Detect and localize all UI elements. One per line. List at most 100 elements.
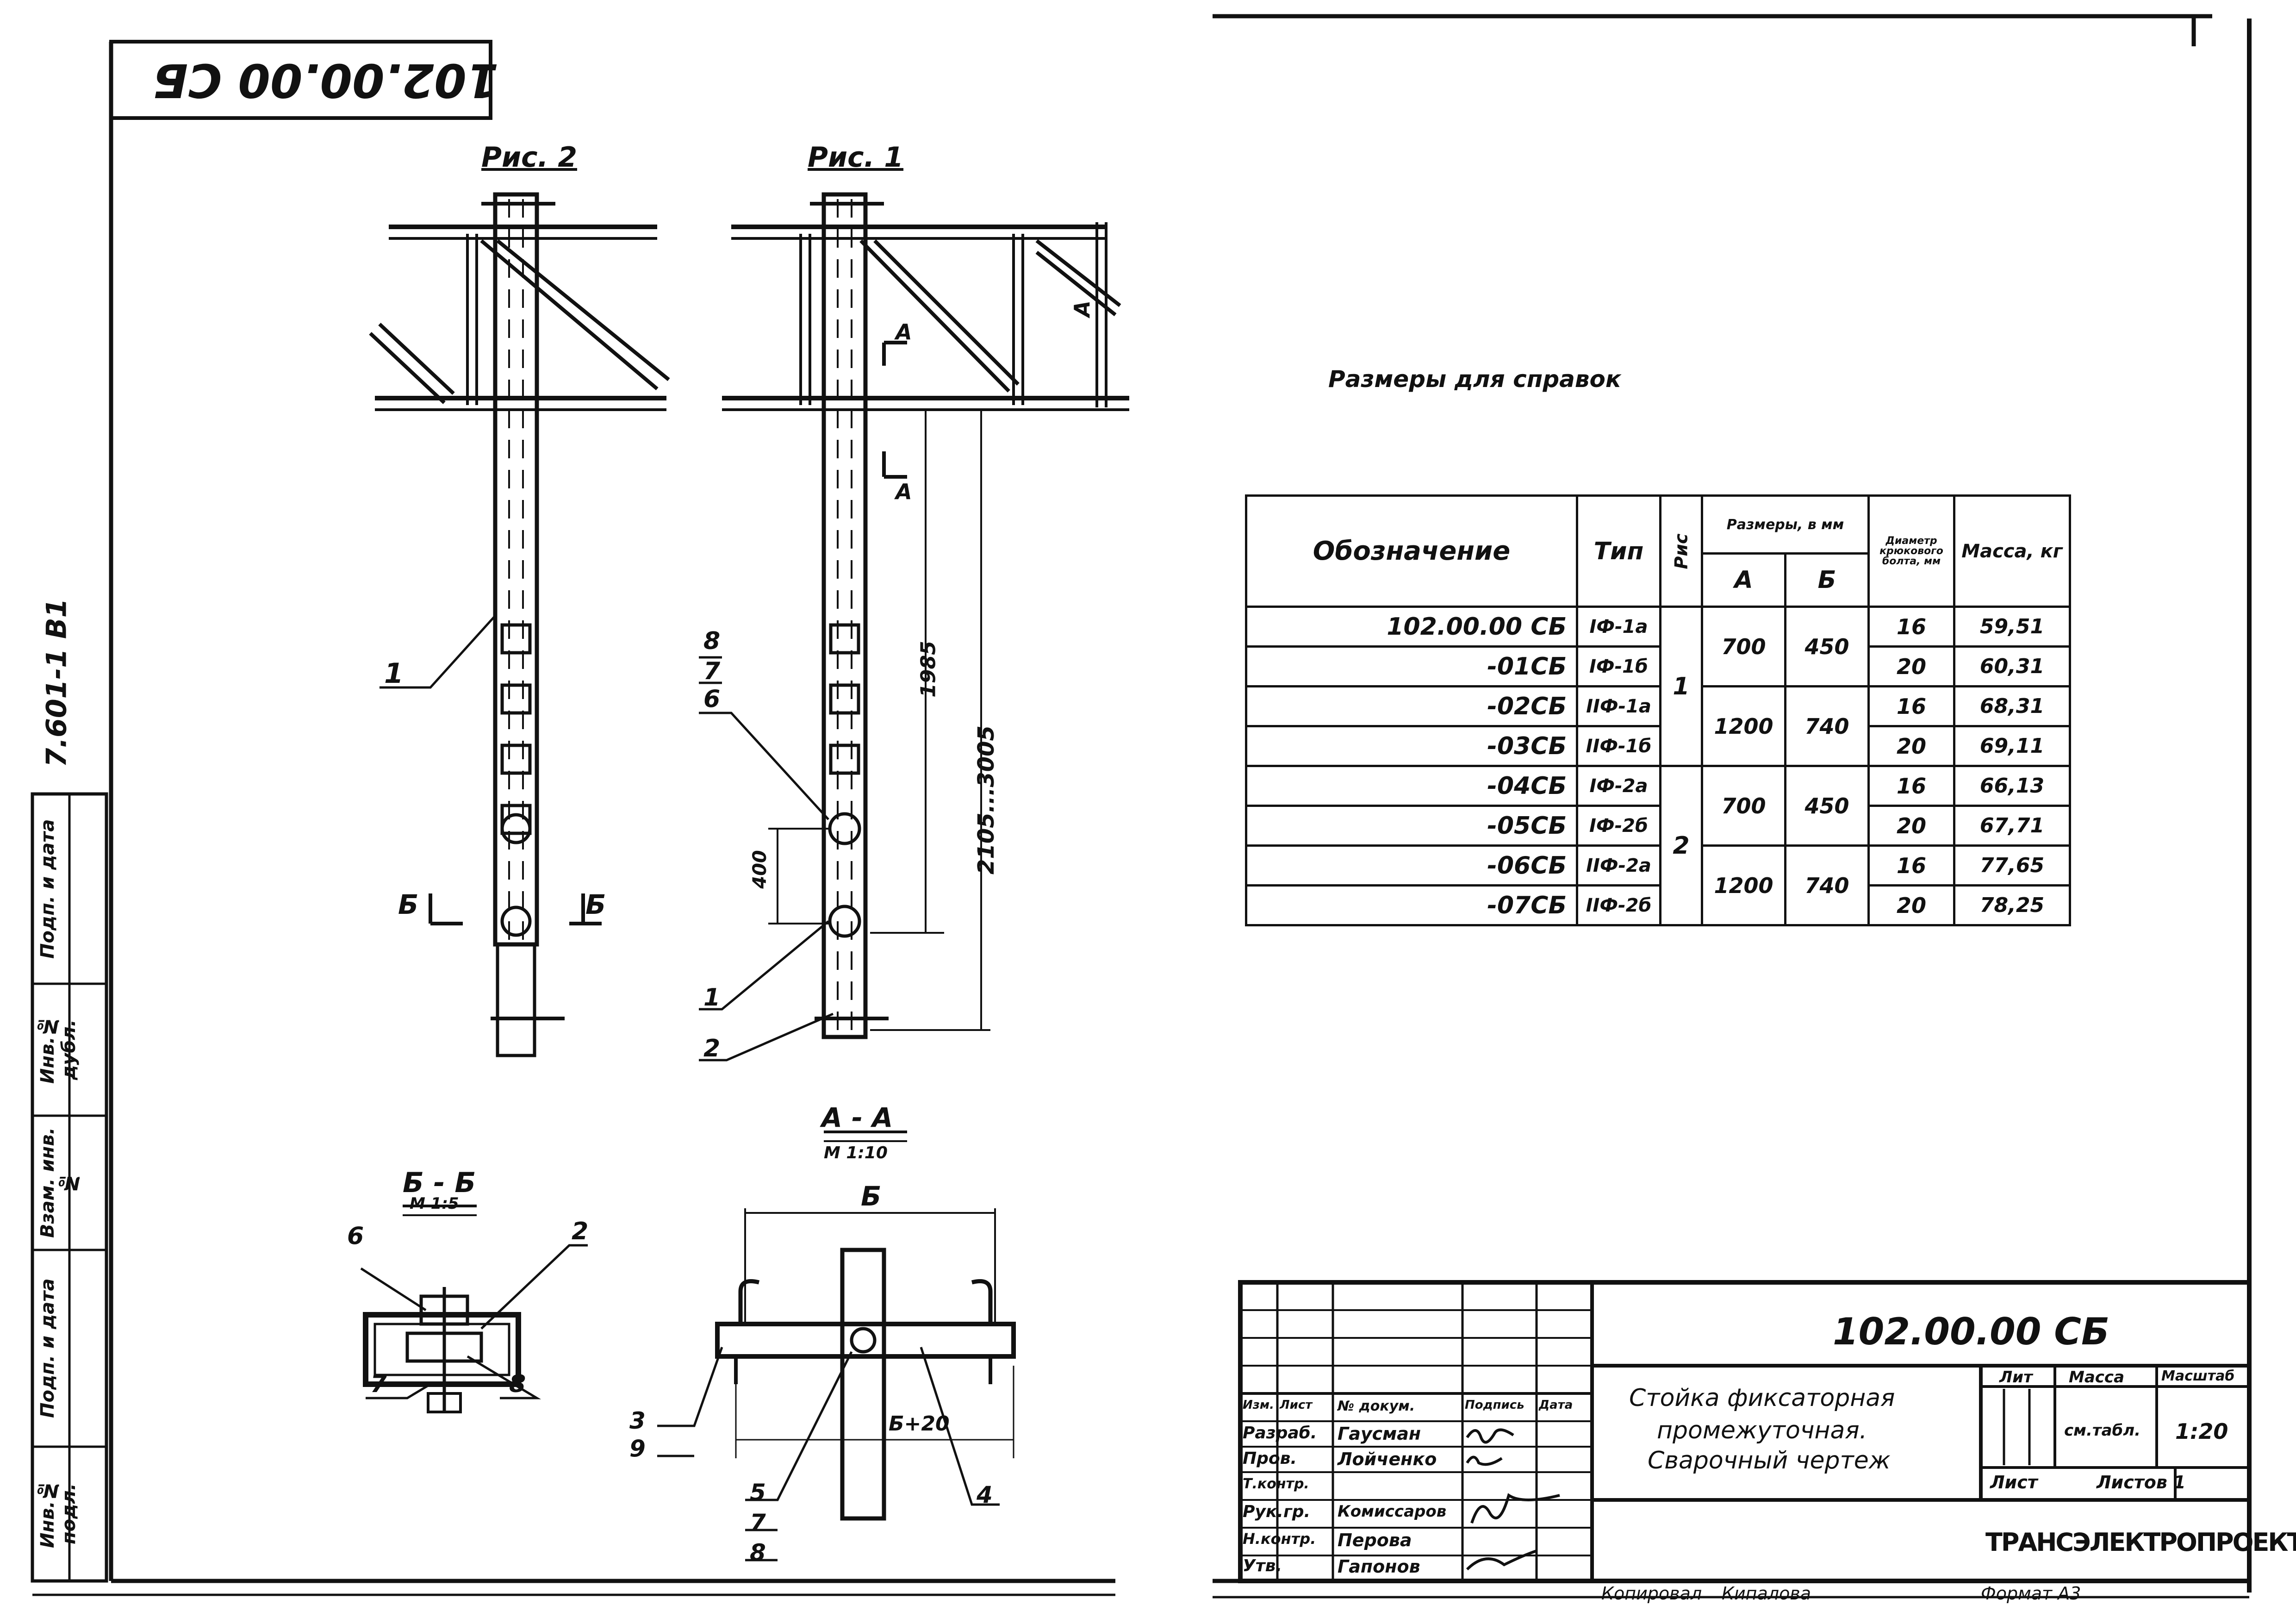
th-fig: Рис: [1659, 494, 1703, 608]
copied-by-label: Копировал: [1601, 1583, 1702, 1604]
label-2-fig1: 2: [703, 1035, 721, 1062]
tb-role-3: Рук.гр.: [1243, 1502, 1311, 1521]
th-mass: Масса, кг: [1953, 494, 2071, 608]
dim-1985: 1985: [916, 641, 940, 698]
dim-2105-3005: 2105...3005: [973, 725, 999, 874]
row1-d: 20: [1867, 645, 1955, 687]
aa-label-3: 3: [629, 1407, 646, 1434]
label-7-fig1: 7: [703, 657, 721, 685]
sheet-code-box: 102.00.00 СБ: [153, 53, 499, 107]
th-b: Б: [1784, 552, 1870, 608]
tb-sheets-label: Листов 1: [2097, 1472, 2186, 1493]
label-b-left: Б: [398, 889, 419, 920]
row0-mass: 59,51: [1953, 606, 2071, 648]
strip-vzam-inv: Взам. инв.№: [37, 1127, 80, 1238]
tb-col-date: Дата: [1539, 1398, 1573, 1412]
tb-col-list: Лист: [1280, 1398, 1313, 1412]
row1-mass: 60,31: [1953, 645, 2071, 687]
tb-name-line3: Сварочный чертеж: [1648, 1447, 1891, 1474]
row3-d: 20: [1867, 725, 1955, 767]
signature-2: [1466, 1455, 1503, 1466]
section-aa-title: А - А: [821, 1102, 893, 1133]
row4-b: 450: [1784, 765, 1870, 847]
tb-role-4: Н.контр.: [1243, 1530, 1316, 1548]
aa-label-b20: Б+20: [889, 1412, 950, 1436]
th-type: Тип: [1576, 494, 1661, 608]
row7-d: 20: [1867, 884, 1955, 926]
row5-designation: -05СБ: [1245, 805, 1578, 847]
album-code: 7.601-1 В1: [40, 598, 73, 768]
tb-name-line1: Стойка фиксаторная: [1629, 1384, 1895, 1412]
section-bb-title: Б - Б: [403, 1167, 476, 1199]
tb-sheet-label: Лист: [1990, 1472, 2038, 1493]
tb-role-2: Т.контр.: [1243, 1476, 1309, 1492]
row0-type: IФ-1а: [1576, 606, 1661, 648]
label-1-fig1: 1: [703, 984, 721, 1012]
row6-designation: -06СБ: [1245, 844, 1578, 887]
tb-name-3: Комиссаров: [1338, 1502, 1447, 1521]
signature-4: [1466, 1549, 1537, 1571]
section-bb-scale: М 1:5: [410, 1194, 459, 1213]
row0-b: 450: [1784, 606, 1870, 687]
th-sizes: Размеры, в мм: [1701, 494, 1870, 555]
tb-doc-code: 102.00.00 СБ: [1833, 1310, 2109, 1353]
label-b-right: Б: [585, 889, 606, 920]
label-a-lower: А: [896, 479, 912, 504]
row7-mass: 78,25: [1953, 884, 2071, 926]
strip-podp-data-top: Подп. и дата: [37, 819, 58, 959]
row0-a: 700: [1701, 606, 1786, 687]
label-a-upper: А: [896, 319, 912, 344]
tb-role-0: Разраб.: [1243, 1424, 1317, 1443]
aa-label-9: 9: [629, 1435, 646, 1462]
tb-lit-label: Лит: [1999, 1368, 2033, 1387]
row2-mass: 68,31: [1953, 685, 2071, 727]
row1-designation: -01СБ: [1245, 645, 1578, 687]
dim-400: 400: [749, 850, 771, 889]
tb-role-5: Утв.: [1243, 1556, 1282, 1575]
fig2-title: Рис. 2: [481, 141, 578, 174]
label-a-side: А: [1069, 300, 1095, 317]
tb-organization: ТРАНСЭЛЕКТРОПРОЕКТ: [1985, 1528, 2296, 1557]
row2-a: 1200: [1701, 685, 1786, 767]
row3-type: IIФ-1б: [1576, 725, 1661, 767]
aa-label-7: 7: [750, 1509, 766, 1536]
tb-name-4: Перова: [1338, 1530, 1412, 1550]
tb-name-1: Лойченко: [1338, 1449, 1437, 1469]
th-a: А: [1701, 552, 1786, 608]
aa-label-4: 4: [977, 1481, 993, 1508]
fig-2-cell: 2: [1659, 765, 1703, 926]
row4-a: 700: [1701, 765, 1786, 847]
format-label: Формат А3: [1981, 1583, 2081, 1604]
strip-inv-podl: Инв.№ подл.: [37, 1480, 80, 1548]
row2-d: 16: [1867, 685, 1955, 727]
tb-mass-value: см.табл.: [2064, 1421, 2141, 1440]
row2-designation: -02СБ: [1245, 685, 1578, 727]
tb-col-izm: Изм.: [1243, 1398, 1274, 1412]
fig1-title: Рис. 1: [808, 141, 904, 174]
row6-d: 16: [1867, 844, 1955, 887]
bb-label-2: 2: [572, 1218, 589, 1245]
bb-label-7: 7: [370, 1370, 387, 1398]
label-6-fig1: 6: [703, 685, 721, 713]
row6-mass: 77,65: [1953, 844, 2071, 887]
row6-b: 740: [1784, 844, 1870, 926]
row5-d: 20: [1867, 805, 1955, 847]
th-fig-text: Рис: [1671, 533, 1692, 569]
tb-col-doc: № докум.: [1338, 1398, 1415, 1414]
row5-mass: 67,71: [1953, 805, 2071, 847]
tb-col-sign: Подпись: [1465, 1398, 1524, 1412]
tb-role-1: Пров.: [1243, 1449, 1297, 1468]
row2-type: IIФ-1а: [1576, 685, 1661, 727]
row4-d: 16: [1867, 765, 1955, 807]
strip-podp-data-bottom: Подп. и дата: [37, 1278, 58, 1418]
aa-label-b: Б: [861, 1181, 882, 1212]
row0-d: 16: [1867, 606, 1955, 648]
copied-by-name: Кипалова: [1722, 1583, 1811, 1604]
strip-inv-dubl: Инв.№ дубл.: [37, 1015, 80, 1084]
label-8-fig1: 8: [703, 627, 721, 655]
bb-label-6: 6: [347, 1222, 364, 1250]
tb-scale-label: Масштаб: [2161, 1368, 2235, 1384]
tb-mass-label: Масса: [2069, 1368, 2125, 1387]
row0-designation: 102.00.00 СБ: [1245, 606, 1578, 648]
